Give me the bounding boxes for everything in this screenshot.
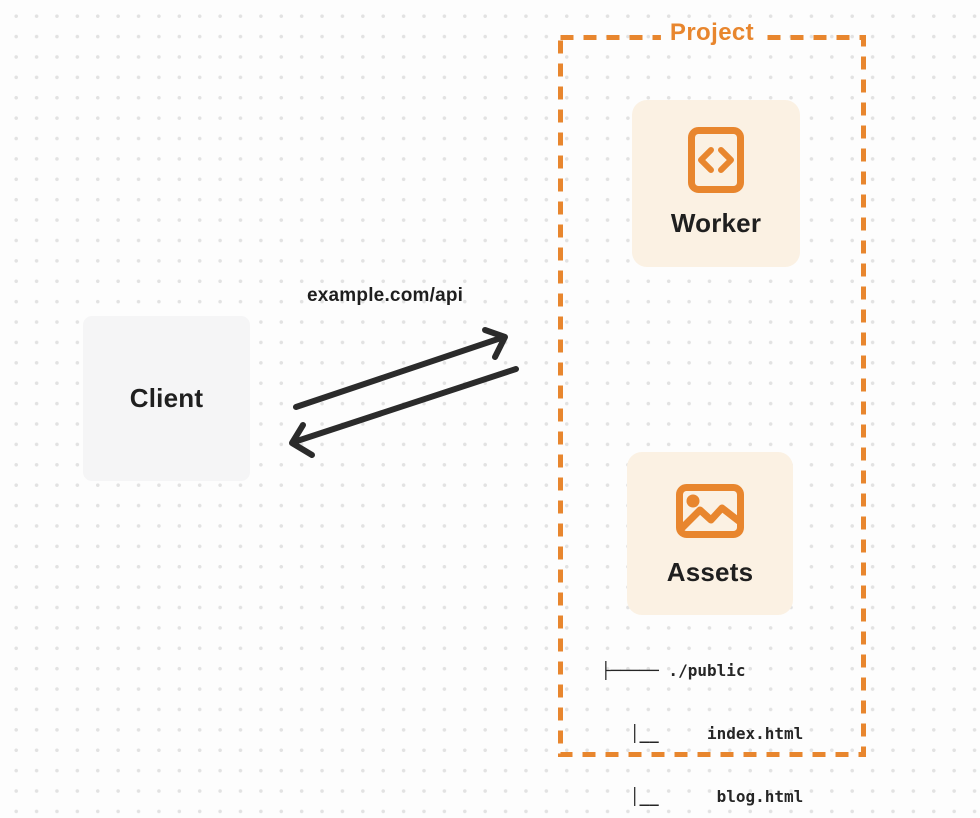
file-tree-index: │__ index.html [601, 724, 804, 743]
worker-label: Worker [670, 208, 762, 238]
worker-node: Worker [632, 100, 800, 267]
assets-file-tree: ├───── ./public │__ index.html │__ blog.… [601, 618, 803, 818]
file-tree-blog: │__ blog.html [601, 787, 804, 806]
request-url-label: example.com/api [307, 285, 464, 306]
assets-node: Assets [627, 452, 793, 615]
client-node: Client [83, 316, 250, 481]
client-label: Client [129, 383, 204, 413]
assets-label: Assets [666, 557, 754, 587]
project-dashed-border [558, 35, 866, 757]
response-arrow [289, 366, 519, 458]
image-icon [676, 484, 744, 538]
request-arrow [293, 327, 508, 410]
code-document-icon [688, 127, 744, 193]
file-tree-root: ├───── ./public [601, 661, 746, 680]
project-label: Project [660, 19, 764, 47]
project-container: Project Worker Assets [558, 19, 866, 806]
